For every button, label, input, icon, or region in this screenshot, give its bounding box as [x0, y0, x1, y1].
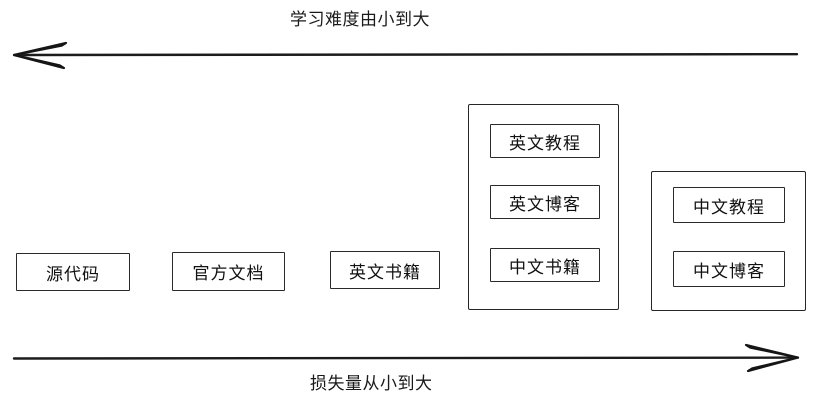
node-label: 英文博客: [509, 194, 581, 215]
group-english-media: 英文教程 英文博客 中文书籍: [468, 104, 619, 310]
node-label: 英文书籍: [349, 262, 421, 283]
difficulty-axis-label: 学习难度由小到大: [290, 10, 430, 30]
node-label: 中文教程: [693, 197, 765, 218]
node-source-code[interactable]: 源代码: [16, 253, 130, 291]
node-label: 中文书籍: [509, 257, 581, 278]
node-official-docs[interactable]: 官方文档: [172, 252, 285, 291]
node-label: 英文教程: [509, 133, 581, 154]
node-label: 源代码: [46, 264, 100, 285]
node-label: 官方文档: [192, 264, 265, 284]
node-chinese-blog[interactable]: 中文博客: [673, 251, 785, 287]
loss-axis-arrow: [12, 343, 800, 373]
node-english-tutorial[interactable]: 英文教程: [490, 124, 600, 158]
node-english-blog[interactable]: 英文博客: [490, 185, 600, 219]
node-label: 中文博客: [693, 261, 765, 282]
node-chinese-tutorial[interactable]: 中文教程: [673, 187, 785, 223]
node-chinese-books[interactable]: 中文书籍: [490, 248, 600, 282]
difficulty-axis-arrow: [12, 41, 799, 70]
node-english-books[interactable]: 英文书籍: [330, 251, 440, 289]
loss-axis-label: 损失量从小到大: [310, 374, 433, 394]
group-chinese-media: 中文教程 中文博客: [651, 171, 806, 311]
